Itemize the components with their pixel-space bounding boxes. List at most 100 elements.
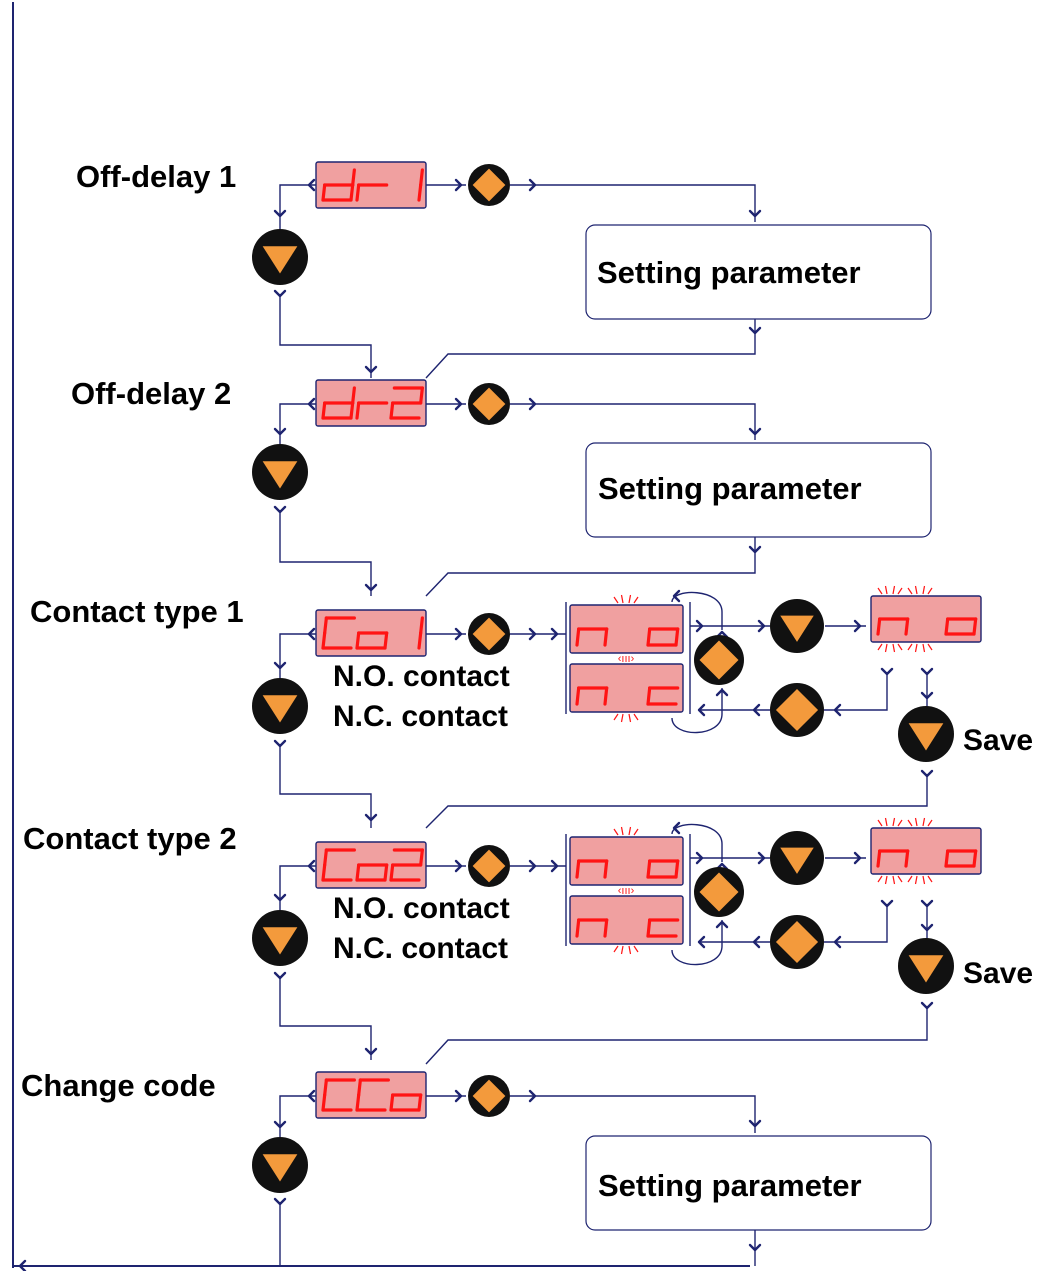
arrow-down-icon bbox=[920, 923, 934, 932]
save-down-button-2[interactable] bbox=[898, 938, 954, 994]
set-button-1[interactable] bbox=[468, 164, 510, 206]
connector-line bbox=[425, 1006, 928, 1065]
blink-ray bbox=[613, 596, 619, 604]
blink-ray bbox=[922, 817, 926, 827]
arrow-down-icon bbox=[880, 899, 894, 908]
arrow-right-icon bbox=[454, 397, 463, 411]
blink-ray bbox=[613, 828, 619, 836]
set-button-toggle-2[interactable] bbox=[694, 867, 744, 917]
arrow-down-icon bbox=[920, 667, 934, 676]
segment-e bbox=[646, 859, 652, 879]
down-button-cco[interactable] bbox=[252, 1137, 308, 1193]
connector-line bbox=[279, 510, 372, 596]
connector-line bbox=[279, 976, 372, 1060]
down-triangle-icon bbox=[908, 723, 944, 751]
segment-c bbox=[603, 686, 609, 706]
down-button-1[interactable] bbox=[252, 229, 308, 285]
connector-line bbox=[824, 904, 888, 943]
segment-f bbox=[323, 1078, 328, 1097]
segment-c bbox=[904, 849, 910, 868]
blink-ray bbox=[892, 875, 896, 885]
diamond-icon bbox=[699, 872, 739, 912]
step-label-off-delay-1: Off-delay 1 bbox=[76, 159, 236, 194]
segment-e bbox=[944, 617, 950, 636]
arrow-down-icon bbox=[273, 1120, 287, 1129]
arrow-down-icon bbox=[364, 583, 378, 592]
segment-c bbox=[383, 863, 389, 882]
blink-indicator-icon bbox=[613, 945, 639, 955]
segment-c bbox=[417, 183, 423, 202]
connector-line bbox=[510, 403, 756, 440]
connector-line bbox=[279, 403, 316, 444]
segment-c bbox=[603, 627, 609, 647]
setting-parameter-box-1 bbox=[585, 224, 932, 320]
segment-e bbox=[355, 183, 361, 202]
arrow-down-icon bbox=[364, 1047, 378, 1056]
blink-ray bbox=[628, 945, 632, 955]
segment-e bbox=[389, 1093, 395, 1112]
arrow-right-icon bbox=[695, 619, 704, 633]
set-button-2[interactable] bbox=[468, 383, 510, 425]
blink-ray bbox=[892, 817, 896, 827]
arrow-left-icon bbox=[672, 589, 681, 603]
blink-indicator-icon bbox=[907, 643, 933, 653]
segment-b bbox=[351, 168, 356, 187]
connector-line bbox=[510, 184, 756, 222]
setting-parameter-box-2 bbox=[585, 442, 932, 538]
arrow-right-icon bbox=[550, 859, 559, 873]
down-button-2[interactable] bbox=[252, 444, 308, 500]
save-down-button-1[interactable] bbox=[898, 706, 954, 762]
segment-e bbox=[321, 1093, 327, 1112]
diamond-icon bbox=[472, 387, 506, 421]
down-button-select-2[interactable] bbox=[770, 831, 824, 885]
segment-b bbox=[419, 386, 424, 405]
arrow-down-icon bbox=[920, 899, 934, 908]
blink-ray bbox=[907, 643, 913, 651]
segment-e bbox=[321, 863, 327, 882]
blink-ray bbox=[620, 945, 624, 955]
down-button-co2[interactable] bbox=[252, 910, 308, 966]
arrow-left-icon bbox=[307, 1089, 316, 1103]
blink-ray bbox=[897, 875, 903, 883]
segment-c bbox=[603, 918, 609, 938]
blink-ray bbox=[927, 587, 933, 595]
set-button-toggle-1[interactable] bbox=[694, 635, 744, 685]
set-button-co2[interactable] bbox=[468, 845, 510, 887]
segment-f bbox=[323, 848, 328, 867]
set-button-return-1[interactable] bbox=[770, 683, 824, 737]
segment-f bbox=[323, 616, 328, 635]
blink-indicator-icon bbox=[907, 817, 933, 827]
arrow-down-icon bbox=[748, 1243, 762, 1252]
segment-b bbox=[419, 616, 424, 635]
display-panel bbox=[569, 663, 684, 713]
setting-parameter-text-2: Setting parameter bbox=[598, 471, 862, 506]
arrow-left-icon bbox=[307, 178, 316, 192]
blink-ray bbox=[892, 585, 896, 595]
display-panel bbox=[870, 595, 982, 643]
arrow-down-icon bbox=[748, 427, 762, 436]
diamond-icon bbox=[472, 617, 506, 651]
down-button-co1[interactable] bbox=[252, 678, 308, 734]
set-button-return-2[interactable] bbox=[770, 915, 824, 969]
set-button-cco[interactable] bbox=[468, 1075, 510, 1117]
segment-c bbox=[349, 183, 355, 202]
blink-indicator-icon bbox=[613, 594, 639, 604]
down-button-select-1[interactable] bbox=[770, 599, 824, 653]
arrow-down-icon bbox=[273, 209, 287, 218]
blink-ray bbox=[907, 587, 913, 595]
display-panel bbox=[569, 895, 684, 945]
set-button-co1[interactable] bbox=[468, 613, 510, 655]
connector-line bbox=[510, 1095, 756, 1133]
blink-ray bbox=[628, 594, 632, 604]
blink-ray bbox=[620, 713, 624, 723]
blink-ray bbox=[907, 875, 913, 883]
display-result-2 bbox=[870, 827, 982, 875]
arrow-down-icon bbox=[748, 326, 762, 335]
segment-c bbox=[674, 859, 680, 879]
segment-f bbox=[357, 1078, 362, 1097]
arrow-right-icon bbox=[528, 627, 537, 641]
save-label-2: Save bbox=[963, 957, 1033, 990]
display-panel bbox=[315, 1071, 427, 1119]
segment-e bbox=[355, 1093, 361, 1112]
